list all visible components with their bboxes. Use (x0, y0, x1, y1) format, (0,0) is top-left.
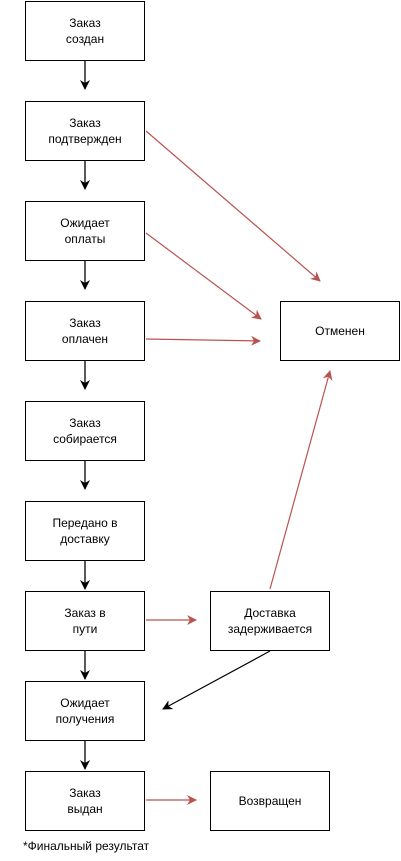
node-order-assembling-label: Заказ собирается (53, 416, 117, 446)
node-delivery-delayed-label: Доставка задерживается (227, 606, 313, 636)
edge-delivery-delayed-to-awaiting-pickup (162, 650, 271, 710)
node-order-assembling: Заказ собирается (25, 401, 145, 461)
node-delivery-delayed: Доставка задерживается (210, 591, 330, 651)
edge-paid-to-cancelled (145, 335, 261, 346)
node-order-created-label: Заказ создан (65, 16, 105, 46)
node-awaiting-pickup-label: Ожидает получения (55, 696, 115, 726)
node-order-paid-label: Заказ оплачен (61, 316, 109, 346)
node-cancelled-label: Отменен (315, 324, 365, 338)
node-handed-to-delivery: Передано в доставку (25, 501, 145, 561)
node-order-issued-label: Заказ выдан (67, 786, 103, 816)
node-order-created: Заказ создан (25, 1, 145, 61)
node-order-paid: Заказ оплачен (25, 301, 145, 361)
node-order-in-transit-label: Заказ в пути (64, 606, 106, 636)
node-order-confirmed-label: Заказ подтвержден (48, 116, 122, 146)
final-result-footnote: *Финальный результат (23, 839, 150, 853)
edge-awaiting-payment-to-cancelled (145, 232, 262, 320)
edge-confirmed-to-cancelled (145, 130, 321, 282)
node-awaiting-pickup: Ожидает получения (25, 681, 145, 741)
node-handed-to-delivery-label: Передано в доставку (52, 516, 118, 546)
node-cancelled: Отменен (280, 301, 400, 361)
node-awaiting-payment: Ожидает оплаты (25, 201, 145, 261)
node-returned: Возвращен (210, 771, 330, 831)
node-returned-label: Возвращен (238, 794, 302, 808)
node-order-in-transit: Заказ в пути (25, 591, 145, 651)
node-order-issued: Заказ выдан (25, 771, 145, 831)
node-order-confirmed: Заказ подтвержден (25, 101, 145, 161)
node-awaiting-payment-label: Ожидает оплаты (60, 216, 110, 246)
edge-delivery-delayed-to-cancelled (269, 370, 333, 590)
